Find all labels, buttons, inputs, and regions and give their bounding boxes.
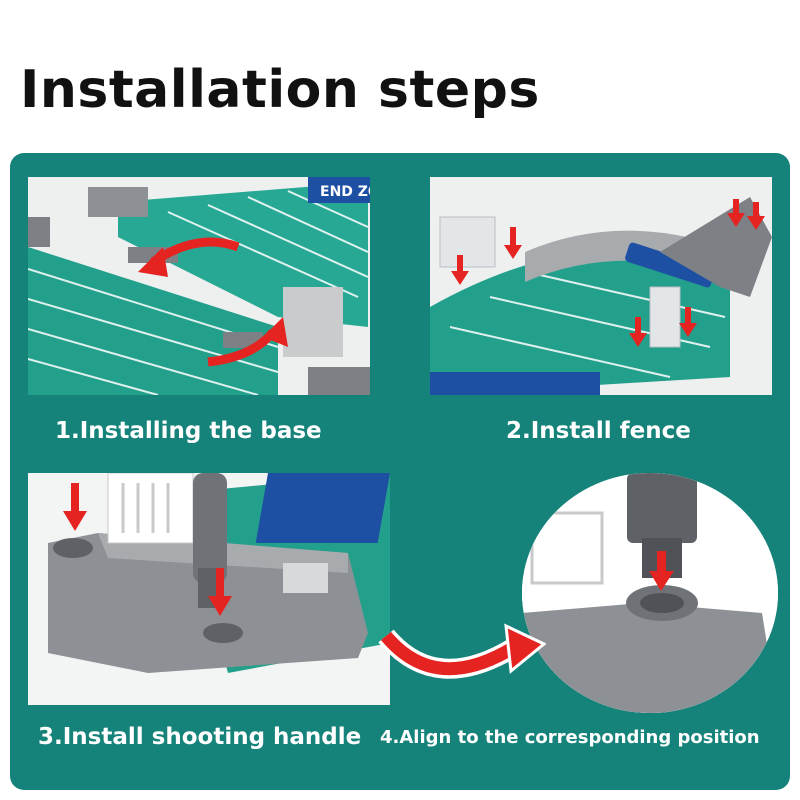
field-endzone-text: END ZONE xyxy=(320,184,370,200)
step-1-caption: 1.Installing the base xyxy=(55,418,322,444)
step-2-image xyxy=(430,177,772,395)
step-1-image: END ZONE xyxy=(28,177,370,395)
transition-arrow-icon xyxy=(378,623,546,679)
step-4-image xyxy=(522,473,778,713)
page-title: Installation steps xyxy=(20,60,540,120)
step-3-caption: 3.Install shooting handle xyxy=(38,724,362,750)
step-4-caption: 4.Align to the corresponding position xyxy=(380,727,760,748)
step-3-image xyxy=(28,473,390,705)
step-2-caption: 2.Install fence xyxy=(506,418,691,444)
